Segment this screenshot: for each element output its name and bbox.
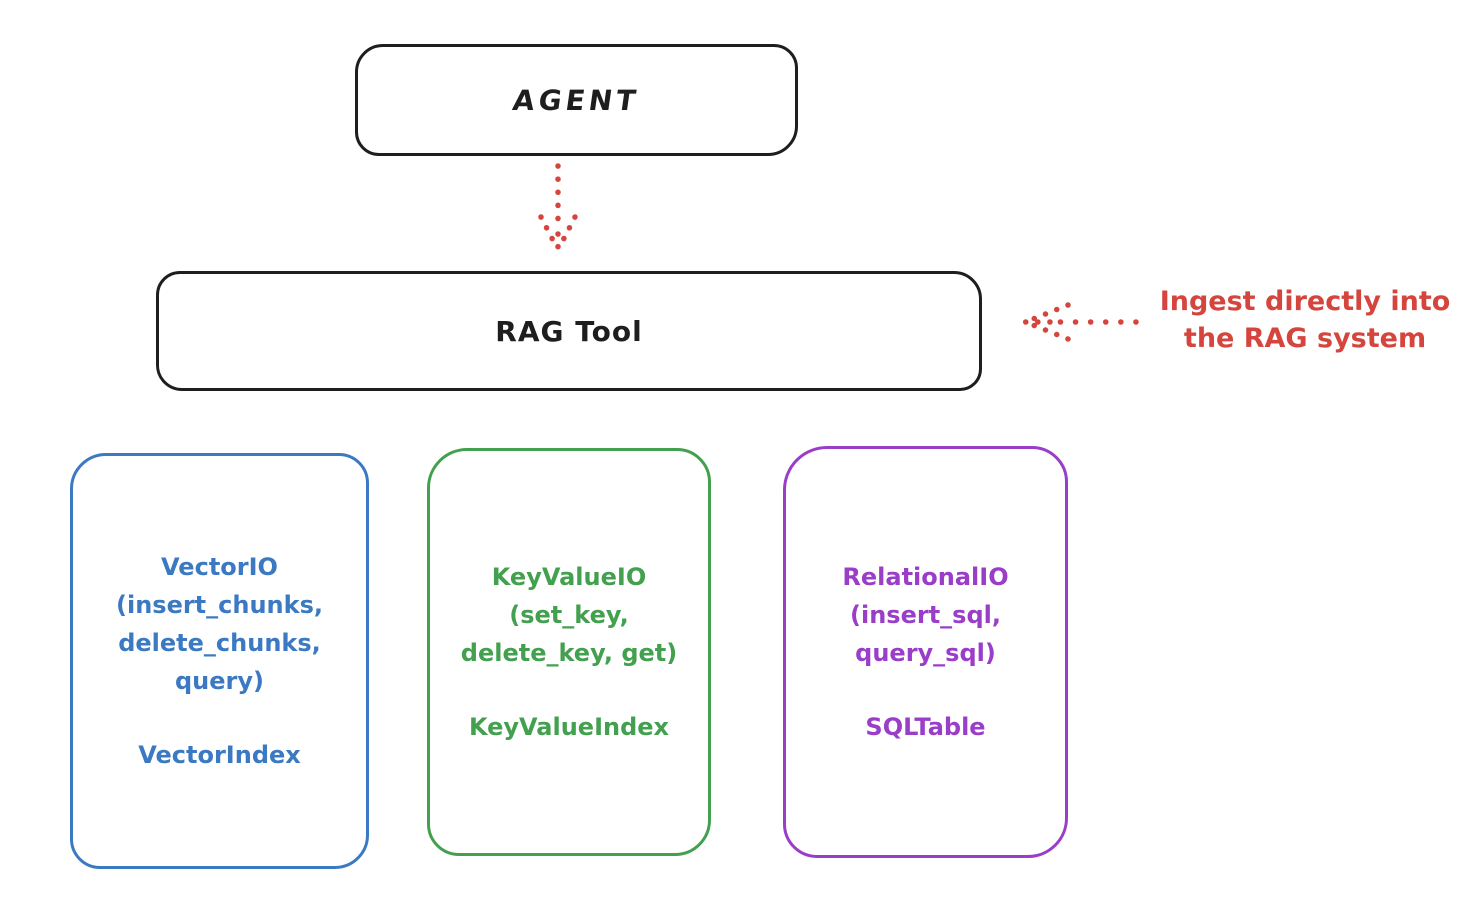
relational-io-line: query_sql) [855,639,996,667]
vector-index-label: VectorIndex [138,741,301,769]
rag-tool-box-label: RAG Tool [495,314,643,348]
keyvalue-io-box: KeyValueIO (set_key, delete_key, get) Ke… [427,448,711,856]
annotation-ingest-note: Ingest directly into the RAG system [1133,283,1477,357]
vector-io-line: VectorIO [161,553,278,581]
agent-box: AGENT [355,44,798,156]
rag-tool-box: RAG Tool [156,271,982,391]
arrow-annotation-to-rag-tool-icon [1021,302,1139,342]
vector-io-line: (insert_chunks, [116,591,323,619]
vector-io-line: delete_chunks, [118,629,321,657]
arrow-agent-to-rag-tool-icon [538,163,578,262]
keyvalue-index-label: KeyValueIndex [468,713,670,741]
relational-io-line: (insert_sql, [850,601,1001,629]
relational-io-box: RelationalIO (insert_sql, query_sql) SQL… [783,446,1068,858]
relational-io-line: RelationalIO [842,563,1009,591]
keyvalue-io-line: (set_key, [509,601,629,629]
vector-io-box: VectorIO (insert_chunks, delete_chunks, … [70,453,369,869]
annotation-line-1: Ingest directly into [1159,286,1451,317]
keyvalue-io-line: delete_key, get) [460,639,678,667]
sql-table-label: SQLTable [865,713,986,741]
vector-io-line: query) [175,667,264,695]
keyvalue-io-line: KeyValueIO [491,563,647,591]
agent-box-label: AGENT [511,83,642,117]
annotation-line-2: the RAG system [1183,323,1427,354]
